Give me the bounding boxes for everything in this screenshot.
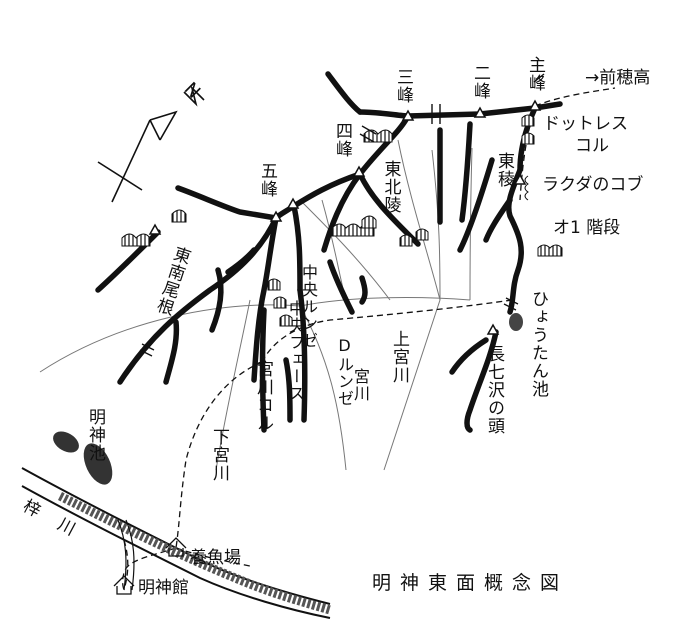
peak-marker-fourth: [352, 165, 366, 177]
label-to-maehotaka: →前穂高: [585, 68, 651, 88]
ridges: [95, 71, 563, 433]
label-central-face: 中央フェース: [286, 300, 305, 402]
myojinkan-symbol: [113, 575, 135, 595]
label-miyagawa: 宮川: [351, 368, 370, 402]
label-first-step: オ1 階段: [553, 218, 621, 238]
peak-marker-col: [513, 173, 527, 185]
label-fifth-peak: 五峰: [257, 162, 277, 198]
map-title: 明神東面概念図: [372, 572, 569, 594]
ponds: [53, 313, 523, 485]
label-yogyojo: 養魚場: [190, 548, 241, 568]
label-third-peak: 三峰: [393, 68, 413, 104]
myojin-pond-1: [53, 431, 79, 453]
peak-marker-second: [473, 106, 487, 118]
peak-marker-west: [148, 223, 162, 235]
label-hyoutan-pond: ひょうたん池: [528, 290, 548, 398]
streams: [39, 139, 473, 471]
azusa-river: [21, 467, 332, 619]
label-dottoresu: ドットレス: [543, 114, 628, 134]
label-myojin-pond: 明神池: [85, 408, 105, 462]
peak-markers: [148, 99, 542, 335]
label-d-gully: Dルンゼ: [335, 336, 354, 407]
label-rakuda-bump: ラクダのコブ: [542, 175, 644, 195]
label-east-north-ridge: 東北陵: [380, 160, 401, 214]
hyoutan-pond: [509, 313, 523, 331]
label-choushichi-head: 長七沢の頭: [484, 345, 504, 435]
peak-marker-fifth: [269, 210, 283, 222]
label-miyagawa-col: 宮川コル: [253, 360, 273, 432]
peak-marker-third: [401, 109, 415, 121]
label-shimomiyagawa: 下宮川: [209, 428, 229, 482]
building-symbols: [113, 537, 187, 595]
peak-marker-choushichi: [486, 323, 500, 335]
myojin-pond-2: [83, 443, 113, 485]
label-col: コル: [575, 136, 609, 156]
label-myojinkan: 明神館: [138, 578, 189, 598]
peak-marker-sub: [286, 197, 300, 209]
label-east-ridge: 東稜: [493, 152, 514, 188]
crossing-marks: [139, 73, 545, 357]
compass-rose: [97, 85, 205, 203]
label-fourth-peak: 四峰: [332, 122, 352, 158]
label-kamimiyagawa: 上宮川: [389, 330, 409, 384]
peak-marker-main: [528, 99, 542, 111]
label-main-peak: 主峰: [525, 56, 545, 92]
label-central-gully: 中央ルンゼ: [299, 264, 318, 349]
yogyojo-symbol: [165, 537, 187, 557]
label-second-peak: 二峰: [470, 64, 490, 100]
